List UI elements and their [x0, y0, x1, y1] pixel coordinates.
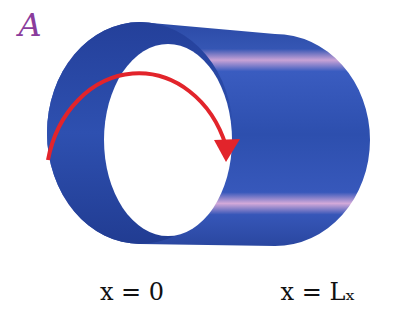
- coordinate-label: x = 0: [100, 279, 164, 305]
- circulation-arrow: [48, 73, 226, 160]
- coordinate-label: x = Lₓ: [280, 279, 355, 305]
- region-label: A: [18, 8, 41, 43]
- cylinder-inner-wall: [47, 22, 233, 244]
- arrow-head: [214, 139, 240, 162]
- cylinder-opening: [104, 44, 232, 236]
- cylinder-body: [47, 22, 370, 246]
